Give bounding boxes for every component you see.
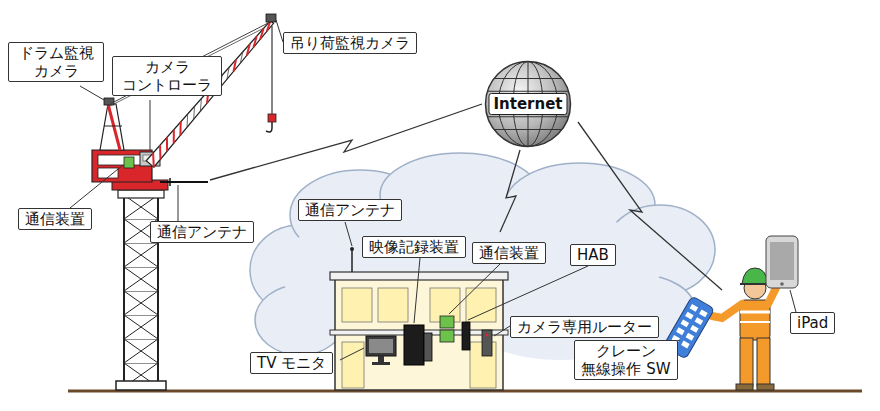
callout-box: 吊り荷監視カメラ <box>283 32 417 54</box>
callout-box: カメラ専用ルーター <box>510 316 659 338</box>
callout-box: 通信アンテナ <box>298 199 402 221</box>
callout-box: 通信装置 <box>472 242 546 264</box>
callout-box: クレーン 無線操作 SW <box>574 340 678 380</box>
internet-globe: Internet <box>484 60 572 148</box>
callout-label: Internet <box>488 93 567 115</box>
callout-label: 通信アンテナ <box>157 223 247 241</box>
callout-label: ドラム監視 カメラ <box>15 44 97 80</box>
callout-box: TV モニタ <box>250 352 333 374</box>
callout-box: iPad <box>790 312 835 334</box>
callout-label: 通信装置 <box>25 210 85 228</box>
callout-box: カメラ コントローラ <box>112 56 222 96</box>
callout-box: 映像記録装置 <box>362 236 466 258</box>
callout-label: 吊り荷監視カメラ <box>290 34 410 52</box>
leader-line <box>70 20 796 360</box>
wireless-link <box>210 104 722 290</box>
callout-box: HAB <box>570 244 616 266</box>
callout-label: 通信装置 <box>479 244 539 262</box>
crane <box>92 14 276 390</box>
callout-label: HAB <box>577 246 609 264</box>
callout-label: カメラ専用ルーター <box>517 318 652 336</box>
callout-box: ドラム監視 カメラ <box>8 42 104 82</box>
worker <box>663 236 798 390</box>
building <box>330 247 508 390</box>
callout-label: カメラ コントローラ <box>119 58 215 94</box>
callout-label: TV モニタ <box>257 354 326 372</box>
callout-label: iPad <box>797 314 828 332</box>
callout-box: 通信アンテナ <box>150 221 254 243</box>
callout-label: 通信アンテナ <box>305 201 395 219</box>
callout-box: 通信装置 <box>18 208 92 230</box>
callout-label: 映像記録装置 <box>369 238 459 256</box>
callout-label: クレーン 無線操作 SW <box>581 342 671 378</box>
